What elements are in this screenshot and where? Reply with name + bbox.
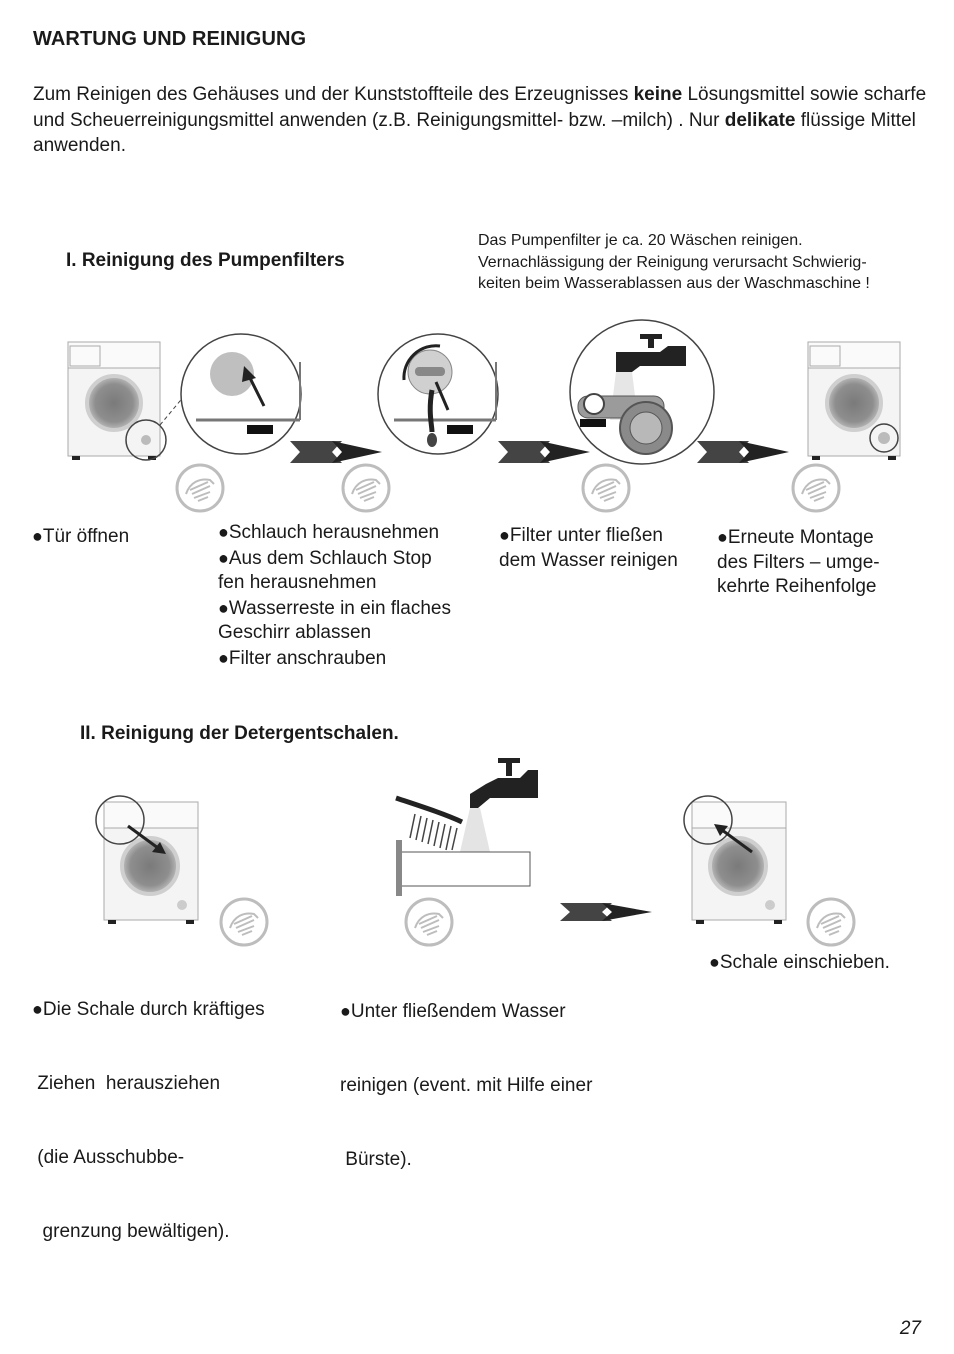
step-text: kehrte Reihenfolge [717, 576, 877, 598]
step-text: Tür öffnen [42, 526, 130, 547]
brush-tap-illustration [395, 758, 538, 896]
section1-step1: ●Tür öffnen [32, 524, 129, 550]
step-text: Filter anschrauben [228, 647, 387, 669]
section2-step2: ●Unter fließendem Wasser reinigen (event… [340, 950, 592, 1197]
pump-filter-note: Das Pumpenfilter je ca. 20 Wäschen reini… [478, 230, 928, 295]
section2-heading: II. Reinigung der Detergentschalen. [80, 723, 399, 744]
step-text: Wasserreste in ein flaches [228, 597, 451, 619]
hand-icon [341, 463, 391, 513]
bullet-icon: ● [709, 952, 720, 972]
bullet-icon: ● [32, 999, 43, 1020]
filter-rinse-detail [569, 319, 715, 465]
hand-icon [581, 463, 631, 513]
step-text: Erneute Montage [727, 527, 874, 548]
step-arrow [560, 903, 652, 921]
step-text: des Filters – umge- [717, 551, 880, 573]
step-text: (die Ausschubbe- [32, 1146, 185, 1168]
step-text: Unter fließendem Wasser [350, 1001, 566, 1023]
hose-detail [377, 333, 499, 455]
washing-machine-illustration [67, 341, 186, 461]
bullet-icon: ● [218, 547, 229, 568]
bullet-icon: ● [340, 1001, 351, 1022]
hand-icon [404, 897, 454, 947]
section1-heading: I. Reinigung des Pumpenfilters [66, 250, 345, 271]
bullet-icon: ● [218, 522, 229, 542]
washing-machine-illustration [95, 795, 199, 924]
bullet-icon: ● [499, 525, 510, 545]
hand-icon [175, 463, 225, 513]
note-line: Vernachlässigung der Reinigung verursach… [478, 253, 867, 271]
bullet-icon: ● [218, 597, 229, 618]
step-text: fen herausnehmen [218, 572, 377, 594]
note-line: keiten beim Wasserablassen aus der Wasch… [478, 275, 870, 292]
section2-step3: ●Schale einschieben. [709, 950, 890, 976]
step-text: dem Wasser reinigen [499, 549, 678, 571]
section1-step2: ●Schlauch herausnehmen ●Aus dem Schlauch… [218, 520, 451, 672]
intro-text-1: Zum Reinigen des Gehäuses und der Kunsts… [33, 84, 634, 105]
step-text: reinigen (event. mit Hilfe einer [340, 1074, 593, 1096]
step-text: Schlauch herausnehmen [228, 522, 440, 543]
intro-text-2: Lösungsmittel sowie scharfe und Scheuerr… [33, 84, 927, 131]
step-text: Bürste). [340, 1148, 412, 1170]
page-title: WARTUNG UND REINIGUNG [33, 28, 307, 50]
intro-paragraph: Zum Reinigen des Gehäuses und der Kunsts… [33, 82, 933, 159]
note-line: Das Pumpenfilter je ca. 20 Wäschen reini… [478, 232, 803, 249]
bullet-icon: ● [717, 527, 728, 547]
intro-text-3: flüssige Mittel anwenden. [33, 109, 916, 157]
intro-bold-delikate: delikate [724, 109, 796, 131]
filter-door-detail [180, 333, 302, 455]
step-text: Schale einschieben. [719, 952, 890, 973]
washing-machine-illustration [807, 341, 901, 460]
page-number: 27 [899, 1318, 921, 1339]
hand-icon [219, 897, 269, 947]
hand-icon [791, 463, 841, 513]
intro-bold-keine: keine [633, 84, 683, 105]
bullet-icon: ● [32, 526, 43, 546]
washing-machine-illustration [683, 795, 787, 924]
step-text: Ziehen herausziehen [32, 1072, 221, 1094]
step-arrow [697, 441, 789, 463]
bullet-icon: ● [218, 647, 229, 668]
step-text: Aus dem Schlauch Stop [228, 547, 432, 569]
section2-step1: ●Die Schale durch kräftiges Ziehen herau… [32, 948, 265, 1269]
step-text: Geschirr ablassen [218, 622, 372, 644]
step-arrow [290, 441, 382, 463]
section1-step3: ●Filter unter fließen dem Wasser reinige… [499, 523, 678, 573]
step-text: Filter unter fließen [509, 525, 663, 546]
hand-icon [806, 897, 856, 947]
step-text: grenzung bewältigen). [32, 1220, 230, 1242]
step-arrow [498, 441, 590, 463]
section1-step4: ●Erneute Montage des Filters – umge- keh… [717, 525, 880, 600]
step-text: Die Schale durch kräftiges [42, 999, 265, 1021]
